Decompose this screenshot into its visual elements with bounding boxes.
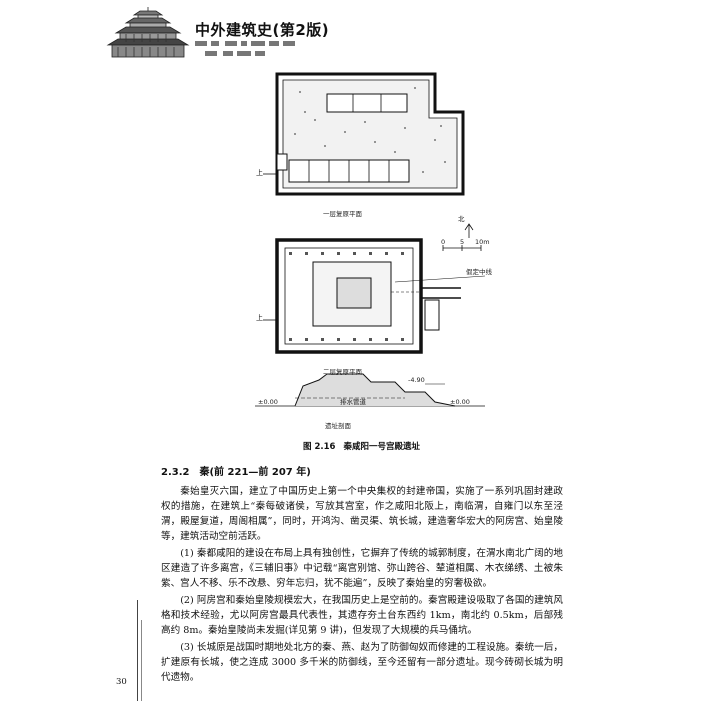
palace-plans-figure [255, 72, 486, 407]
level-zero-right: ±0.00 [450, 398, 470, 406]
scale-label-0: 0 [441, 238, 446, 246]
site-section [255, 373, 485, 407]
paragraph-3: (3) 长城原是战国时期地处北方的秦、燕、赵为了防御匈奴而修建的工程设施。秦统一… [161, 642, 563, 683]
book-title: 中外建筑史(第2版) [195, 21, 330, 39]
header-decoration [195, 41, 295, 56]
section-number: 2.3.2 [161, 467, 190, 478]
section-drawing-label: 遗址剖面 [325, 422, 351, 430]
drain-label: 排水管道 [340, 398, 366, 406]
paragraph-1: (1) 秦都咸阳的建设在布局上具有独创性，它摒弃了传统的城郭制度，在渭水南北广阔… [161, 548, 563, 589]
margin-rule [137, 600, 138, 701]
ground-floor-plan [263, 72, 465, 196]
level-zero-left: ±0.00 [258, 398, 278, 406]
up-label-1: 上 [256, 169, 263, 177]
north-arrow [464, 223, 474, 238]
section-title: 秦(前 221—前 207 年) [199, 467, 311, 478]
figure-number: 图 2.16 [303, 442, 336, 452]
figure-title: 秦咸阳一号宫殿遗址 [343, 442, 420, 452]
page-number: 30 [116, 677, 127, 687]
paragraph-2: (2) 阿房宫和秦始皇陵规模宏大，在我国历史上是空前的。秦宫殿建设吸取了各国的建… [161, 595, 563, 636]
plan2-label: 二层复原平面 [323, 368, 362, 376]
scale-label-5: 5 [460, 238, 465, 246]
section-heading: 2.3.2 秦(前 221—前 207 年) [161, 463, 311, 478]
plan1-label: 一层复原平面 [323, 210, 362, 218]
margin-rule-inner [141, 620, 142, 701]
paragraph-intro: 秦始皇灭六国，建立了中国历史上第一个中央集权的封建帝国，实施了一系列巩固封建政权… [161, 486, 563, 542]
body-text: 秦始皇灭六国，建立了中国历史上第一个中央集权的封建帝国，实施了一系列巩固封建政权… [161, 484, 563, 687]
figure-caption: 图 2.16 秦咸阳一号宫殿遗址 [303, 440, 428, 452]
scale-label-10m: 10m [475, 238, 490, 246]
scale-bar [442, 245, 482, 251]
centerline-label: 假定中线 [466, 268, 492, 276]
pagoda-icon [106, 7, 190, 58]
upper-floor-plan [263, 238, 486, 354]
level-top: -4.90 [408, 376, 425, 384]
north-label: 北 [458, 215, 465, 223]
up-label-2: 上 [256, 314, 263, 322]
